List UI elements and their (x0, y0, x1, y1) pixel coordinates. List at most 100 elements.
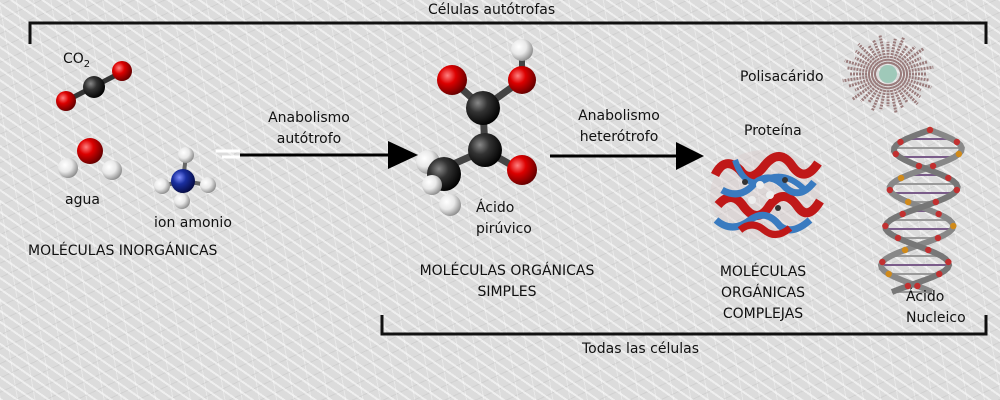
polysaccharide-branch (894, 80, 919, 106)
ammonium-molecule (154, 147, 216, 209)
simple-organic-molecules-label: MOLÉCULAS ORGÁNICAS SIMPLES (390, 261, 624, 303)
autotrophic-bracket (28, 21, 988, 44)
dna-phosphate-atom (953, 138, 961, 146)
arrow2-label: Anabolismo heterótrofo (556, 106, 682, 148)
autotrophic-cells-label: Células autótrofas (428, 2, 556, 18)
autotrophic-anabolism-arrow (240, 141, 418, 169)
co2-molecule (56, 61, 132, 111)
polysaccharide-branch (897, 77, 922, 92)
dna-phosphate-atom (882, 222, 889, 230)
dna-phosphate-atom (885, 270, 892, 278)
dna-phosphate-atom (892, 150, 900, 158)
dna-phosphate-atom (901, 246, 909, 254)
polysaccharide-branch (894, 45, 917, 68)
polysaccharide-branch (896, 79, 922, 99)
pyruvic-acid-label: Ácido pirúvico (476, 198, 532, 240)
polysaccharide-branch (846, 66, 877, 74)
dna-phosphate-atom (929, 162, 937, 170)
pyruvic-acid-label-line1: Ácido (476, 200, 515, 216)
dna-phosphate-atom (935, 210, 942, 218)
simple-organic-line2: SIMPLES (477, 284, 537, 300)
polysaccharide-branch (851, 79, 880, 101)
polysaccharide-branch (842, 74, 877, 83)
polysaccharide-branch (890, 82, 904, 109)
arrow1-label-line1: Anabolismo (268, 110, 350, 126)
water-label: agua (65, 192, 100, 208)
dna-phosphate-atom (936, 270, 943, 278)
polysaccharide-branch (892, 81, 909, 103)
dna-phosphate-atom (897, 174, 905, 182)
dna-phosphate-atom (932, 198, 940, 206)
polysaccharide-branch (854, 56, 879, 71)
pyruvic-acid-molecule (416, 39, 537, 216)
dna-backbone-strand (877, 127, 965, 295)
dna-phosphate-atom (955, 150, 963, 158)
polysaccharide-branch (899, 74, 930, 82)
arrow2-label-line2: heterótrofo (579, 129, 659, 145)
arrow1-label: Anabolismo autótrofo (250, 108, 368, 150)
polysaccharide-branch (870, 82, 886, 112)
polysaccharide-branch (854, 77, 879, 92)
polysaccharide-branch (888, 83, 898, 113)
polysaccharide-branch (848, 76, 878, 88)
arrow2-label-line1: Anabolismo (578, 108, 660, 124)
complex-organic-line2: ORGÁNICAS (720, 285, 805, 301)
dna-phosphate-atom (934, 234, 942, 242)
polysaccharide-branch (867, 81, 884, 103)
dna-phosphate-atom (897, 138, 904, 146)
polysaccharide-branch (857, 42, 882, 68)
dna-phosphate-atom (879, 258, 886, 266)
protein-molecule (710, 150, 824, 240)
polysaccharide-branch (892, 45, 909, 67)
arrow1-label-line2: autótrofo (276, 131, 342, 147)
dna-phosphate-atom (953, 186, 961, 194)
complex-organic-line1: MOLÉCULAS (719, 264, 807, 280)
positive-charge-mark (216, 149, 240, 159)
all-cells-label: Todas las células (582, 341, 699, 357)
polysaccharide-branch (899, 65, 934, 74)
polysaccharide-branch (867, 45, 884, 67)
polysaccharide-branch (898, 60, 928, 72)
simple-organic-line1: MOLÉCULAS ORGÁNICAS (419, 263, 595, 279)
nucleic-acid-label: Ácido Nucleico (906, 287, 966, 329)
polysaccharide-branch (896, 47, 925, 69)
polysaccharide-branch (854, 49, 880, 69)
dna-phosphate-atom (914, 282, 921, 290)
polysaccharide-branch (878, 35, 888, 65)
dna-phosphate-atom (945, 258, 952, 266)
polysaccharide-branch (897, 56, 922, 71)
polysaccharide-label: Polisacárido (740, 69, 824, 85)
all-cells-bracket (380, 315, 988, 336)
nucleic-acid-label-line1: Ácido (906, 289, 945, 305)
dna-phosphate-atom (915, 162, 923, 170)
polysaccharide-branch (888, 38, 897, 65)
protein-label: Proteína (744, 123, 802, 139)
ammonium-label: ion amonio (154, 215, 232, 231)
polysaccharide-branch (879, 83, 888, 110)
water-molecule (58, 138, 122, 180)
dna-phosphate-atom (904, 282, 912, 290)
inorganic-molecules-label: MOLÉCULAS INORGÁNICAS (28, 243, 218, 259)
polysaccharide-branch (898, 76, 932, 89)
heterotrophic-anabolism-arrow (550, 142, 704, 170)
co2-label: CO2 (63, 51, 91, 70)
polysaccharide-branch (890, 36, 906, 66)
nucleic-acid-molecule (877, 126, 965, 295)
dna-phosphate-atom (886, 186, 894, 194)
complex-organic-molecules-label: MOLÉCULAS ORGÁNICAS COMPLEJAS (700, 262, 826, 325)
dna-phosphate-atom (945, 174, 952, 182)
pyruvic-acid-label-line2: pirúvico (476, 221, 532, 237)
dna-phosphate-atom (925, 246, 932, 254)
dna-phosphate-atom (894, 234, 902, 242)
complex-organic-line3: COMPLEJAS (722, 306, 804, 322)
polysaccharide-branch (859, 80, 882, 103)
dna-phosphate-atom (926, 126, 934, 134)
polysaccharide-branch (872, 39, 886, 66)
dna-phosphate-atom (904, 198, 912, 206)
nucleic-acid-label-line2: Nucleico (906, 310, 966, 326)
polysaccharide-core (879, 65, 897, 83)
polysaccharide-molecule (842, 35, 934, 113)
dna-phosphate-atom (899, 210, 906, 218)
